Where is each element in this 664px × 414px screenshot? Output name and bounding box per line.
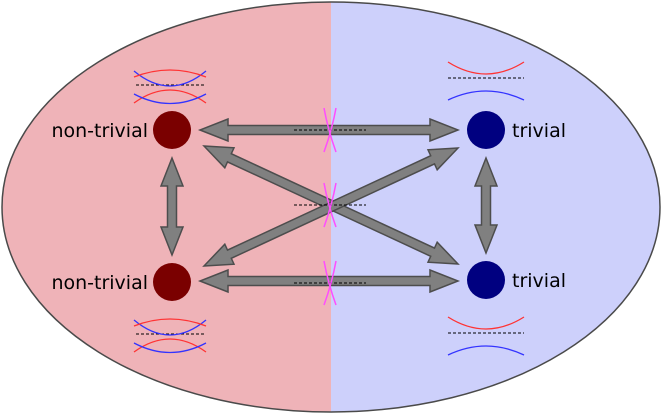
double-arrow-top-right-to-bottom-right <box>473 155 499 256</box>
crossing-curve <box>323 182 337 228</box>
gap-closing-marker-center <box>294 182 366 228</box>
band-inset-gapped <box>447 316 525 356</box>
crossing-curve <box>323 260 337 306</box>
band-curve-blue <box>133 70 207 87</box>
double-arrow-top-left-to-bottom-left <box>159 155 185 258</box>
conduction-band-curve-lower <box>133 93 207 105</box>
conduction-band-curve <box>447 316 525 330</box>
crossing-curve <box>323 182 337 228</box>
crossing-curve <box>323 260 337 306</box>
node-label-top-left: non-trivial <box>51 120 148 142</box>
band-curve-red <box>133 69 207 78</box>
gap-closing-markers <box>294 107 366 306</box>
trivial-region <box>331 2 660 412</box>
band-curve-blue <box>133 319 207 336</box>
node-label-bottom-right: trivial <box>512 270 566 292</box>
band-inset-inverted <box>133 69 207 105</box>
valence-band-curve <box>447 90 525 101</box>
conduction-band-curve-lower <box>133 342 207 354</box>
conduction-band-curve <box>447 61 525 75</box>
node-label-bottom-left: non-trivial <box>51 272 148 294</box>
valence-band-curve <box>447 345 525 356</box>
node-bottom-left <box>153 263 191 301</box>
valence-band-curve-lower <box>133 89 207 104</box>
node-label-top-right: trivial <box>512 120 566 142</box>
valence-band-curve-lower <box>133 338 207 353</box>
band-inset-gapped <box>447 61 525 101</box>
band-inset-inverted <box>133 318 207 354</box>
crossing-curve <box>323 107 337 153</box>
node-top-left <box>153 111 191 149</box>
gap-closing-marker-top <box>294 107 366 153</box>
gap-closing-marker-bottom <box>294 260 366 306</box>
crossing-curve <box>323 107 337 153</box>
node-bottom-right <box>467 261 505 299</box>
band-curve-red <box>133 318 207 327</box>
node-top-right <box>467 111 505 149</box>
